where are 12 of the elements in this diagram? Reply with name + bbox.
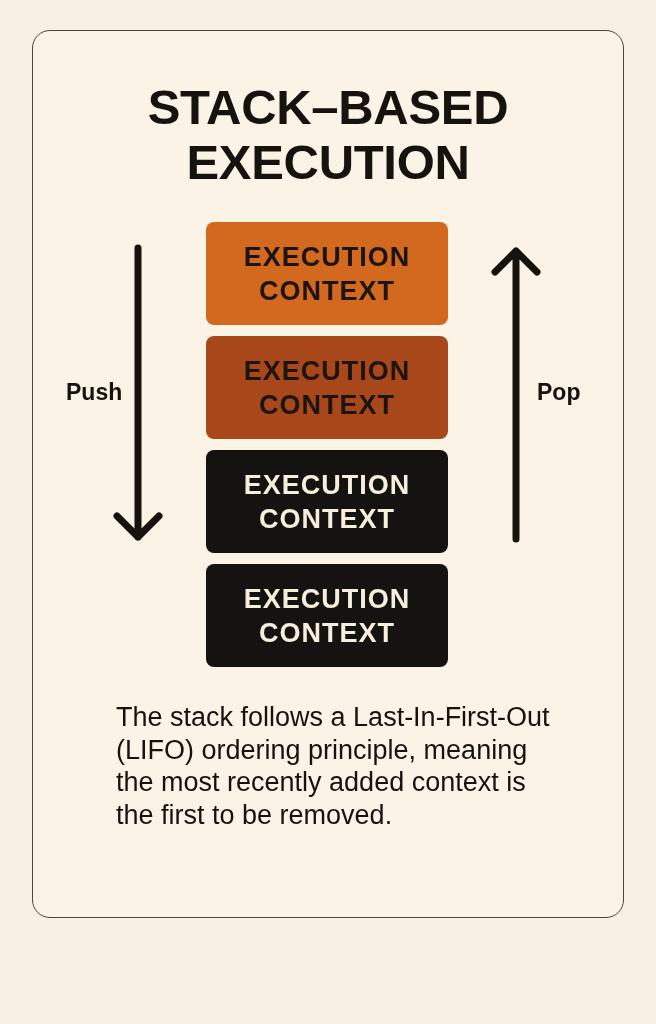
- stack-frame: [206, 564, 448, 667]
- stack-frame: [206, 222, 448, 325]
- context-label: EXECUTION CONTEXT: [242, 468, 412, 536]
- context-label: EXECUTION CONTEXT: [242, 354, 412, 422]
- stack-frame: [206, 336, 448, 439]
- stack-frame: [206, 450, 448, 553]
- diagram-title: STACK–BASED EXECUTION: [146, 80, 510, 190]
- context-label: EXECUTION CONTEXT: [242, 240, 412, 308]
- push-label: Push: [66, 378, 123, 406]
- context-label: EXECUTION CONTEXT: [242, 582, 412, 650]
- pop-label: Pop: [537, 378, 581, 406]
- description-text: The stack follows a Last-In-First-Out (LIFO) ordering principle, meaning the most recently added context is the first to be removed.: [116, 701, 551, 831]
